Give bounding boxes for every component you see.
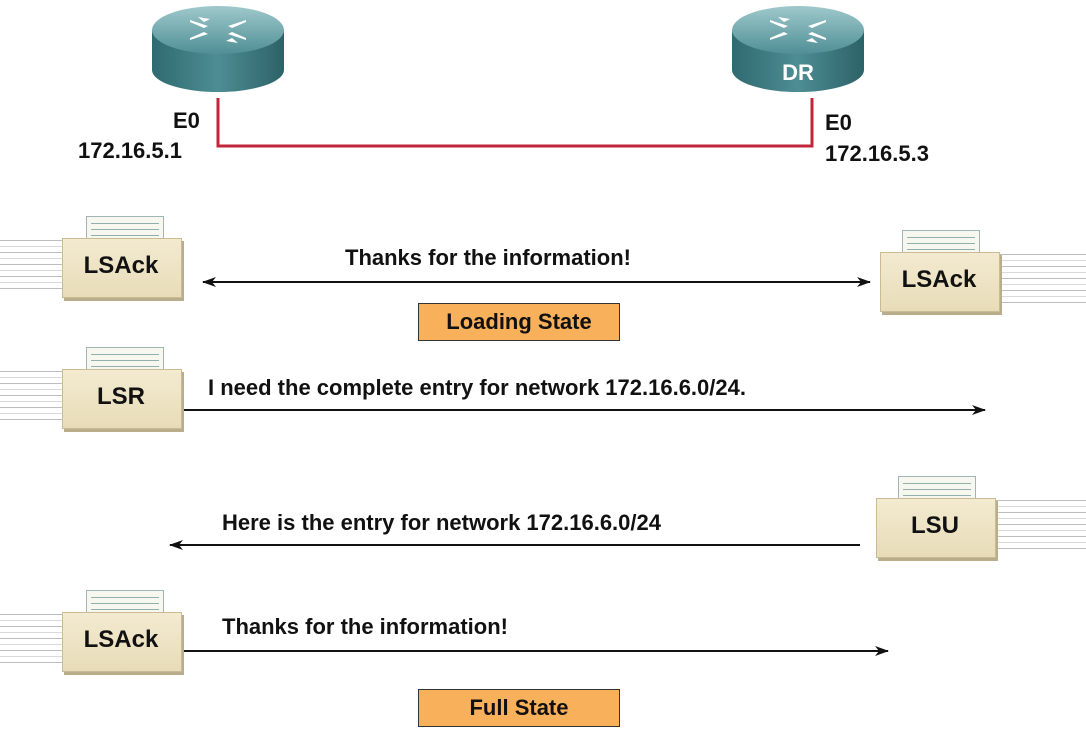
message-thanks-1: Thanks for the information!: [345, 245, 631, 270]
dr-badge: DR: [782, 60, 814, 85]
right-interface-label: E0: [825, 110, 852, 135]
left-ip-label: 172.16.5.1: [78, 138, 182, 163]
full-state-badge: Full State: [418, 689, 620, 727]
packet-lsu: LSU: [876, 474, 1086, 558]
packet-label: LSAck: [83, 252, 159, 279]
packet-lsack-left: LSAck: [0, 214, 182, 298]
loading-state-badge: Loading State: [418, 303, 620, 341]
motion-lines: [0, 614, 66, 664]
motion-lines: [996, 254, 1086, 304]
router-left-icon: [150, 0, 286, 104]
packet-label: LSAck: [901, 266, 977, 293]
packet-label: LSR: [97, 383, 145, 410]
packet-lsack-final: LSAck: [0, 588, 182, 672]
router-right-icon: DR: [730, 0, 866, 104]
packet-lsr: LSR: [0, 345, 182, 429]
network-link: [216, 98, 814, 148]
packet-lsack-right: LSAck: [880, 228, 1086, 312]
packet-label: LSU: [911, 512, 959, 539]
motion-lines: [0, 240, 66, 290]
motion-lines: [0, 371, 66, 421]
message-thanks-2: Thanks for the information!: [222, 614, 508, 639]
message-lsu: Here is the entry for network 172.16.6.0…: [222, 510, 661, 535]
message-lsr: I need the complete entry for network 17…: [208, 375, 746, 400]
motion-lines: [992, 500, 1086, 550]
right-ip-label: 172.16.5.3: [825, 141, 929, 166]
packet-label: LSAck: [83, 626, 159, 653]
left-interface-label: E0: [173, 108, 200, 133]
